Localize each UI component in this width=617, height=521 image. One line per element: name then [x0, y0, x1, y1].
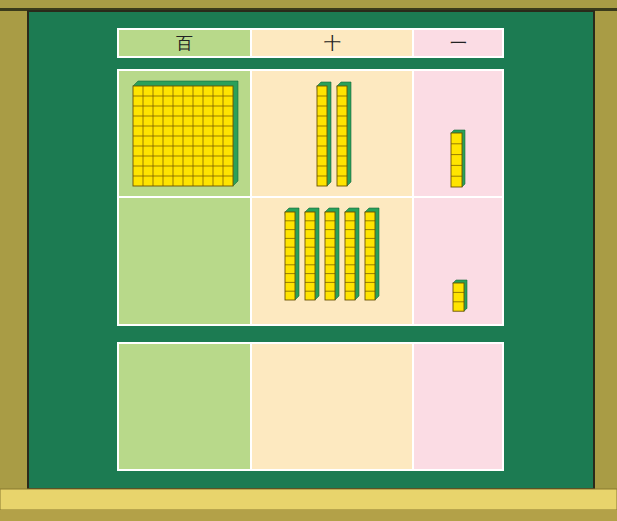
ten-rod: [365, 208, 379, 300]
column-header: 百: [176, 35, 193, 52]
hundred-flat: [133, 81, 238, 186]
header-cell: [251, 29, 413, 57]
table-cell: [413, 343, 503, 470]
column-header: 十: [324, 35, 341, 52]
ten-rod: [305, 208, 319, 300]
ten-rod: [345, 208, 359, 300]
header-cell: [118, 29, 251, 57]
ten-rod: [325, 208, 339, 300]
chalk-tray: [0, 489, 617, 510]
unit-cubes: [453, 280, 467, 311]
ten-rod: [285, 208, 299, 300]
header-cell: [413, 29, 503, 57]
board-surface: [28, 11, 594, 489]
table-cell: [251, 343, 413, 470]
ten-rod: [317, 82, 331, 186]
column-header: 一: [450, 35, 467, 52]
unit-cubes: [451, 130, 465, 187]
ten-rod: [337, 82, 351, 186]
table-cell: [118, 343, 251, 470]
